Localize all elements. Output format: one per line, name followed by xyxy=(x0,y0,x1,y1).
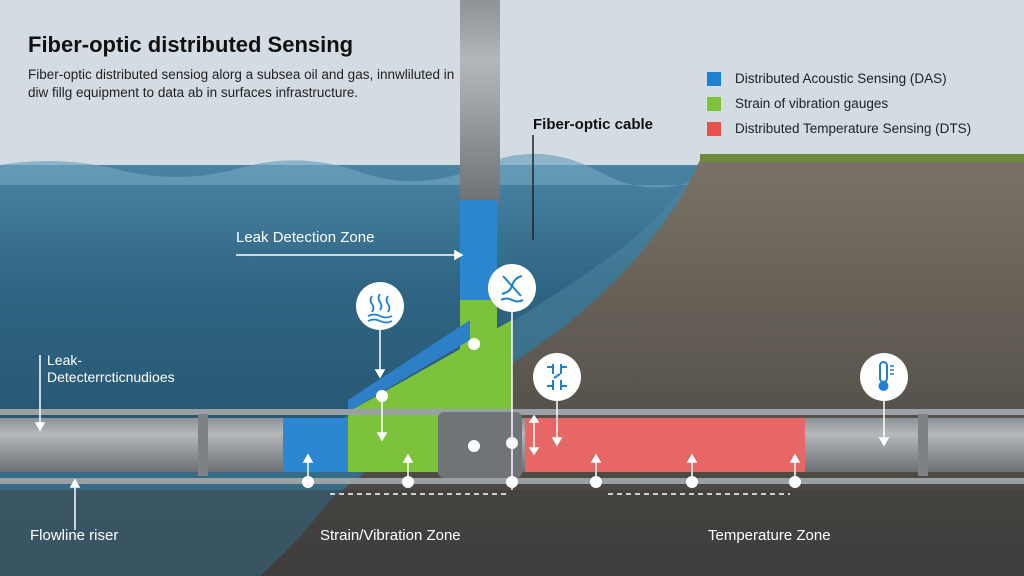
legend-item-dts: Distributed Temperature Sensing (DTS) xyxy=(707,116,971,141)
leader-lines xyxy=(34,249,890,530)
page-description: Fiber-optic distributed sensiog alorg a … xyxy=(28,67,455,100)
legend-label: Distributed Temperature Sensing (DTS) xyxy=(735,121,972,136)
legend-swatch-blue xyxy=(707,71,721,86)
leak-nodes-line-1: Leak- xyxy=(47,352,83,368)
page-title: Fiber-optic distributed Sensing xyxy=(28,32,354,57)
strain-zone-label: Strain/Vibration Zone xyxy=(320,527,461,544)
broken-fiber-icon xyxy=(488,264,536,312)
legend-swatch-green xyxy=(707,96,721,111)
flange xyxy=(198,414,208,476)
dts-section xyxy=(525,418,805,472)
vibration-icon xyxy=(533,353,581,401)
flange xyxy=(918,414,928,476)
legend-item-strain: Strain of vibration gauges xyxy=(707,91,971,116)
fiber-cable-label: Fiber-optic cable xyxy=(533,116,654,133)
legend: Distributed Acoustic Sensing (DAS) Strai… xyxy=(707,66,971,141)
sea-surface xyxy=(0,153,720,188)
legend-label: Distributed Acoustic Sensing (DAS) xyxy=(735,71,947,86)
das-slope xyxy=(348,320,470,412)
grass xyxy=(700,154,1024,162)
heat-waves-icon xyxy=(356,282,404,330)
legend-swatch-red xyxy=(707,121,721,136)
legend-label: Strain of vibration gauges xyxy=(735,96,889,111)
temperature-zone-label: Temperature Zone xyxy=(708,527,831,544)
leak-nodes-line-2: Detecterrcticnudioes xyxy=(47,369,175,385)
flowline-riser-label: Flowline riser xyxy=(30,527,119,544)
seafloor-shadow xyxy=(0,490,1024,576)
leak-nodes-label: Leak- Detecterrcticnudioes xyxy=(47,352,175,386)
sensor-nodes xyxy=(302,338,801,488)
valve xyxy=(438,412,522,478)
strain-section xyxy=(348,418,438,472)
legend-item-das: Distributed Acoustic Sensing (DAS) xyxy=(707,66,971,91)
leak-zone-label: Leak Detection Zone xyxy=(236,229,375,246)
thermometer-icon xyxy=(860,353,908,401)
riser-pipe xyxy=(460,0,500,205)
das-section xyxy=(283,418,348,472)
